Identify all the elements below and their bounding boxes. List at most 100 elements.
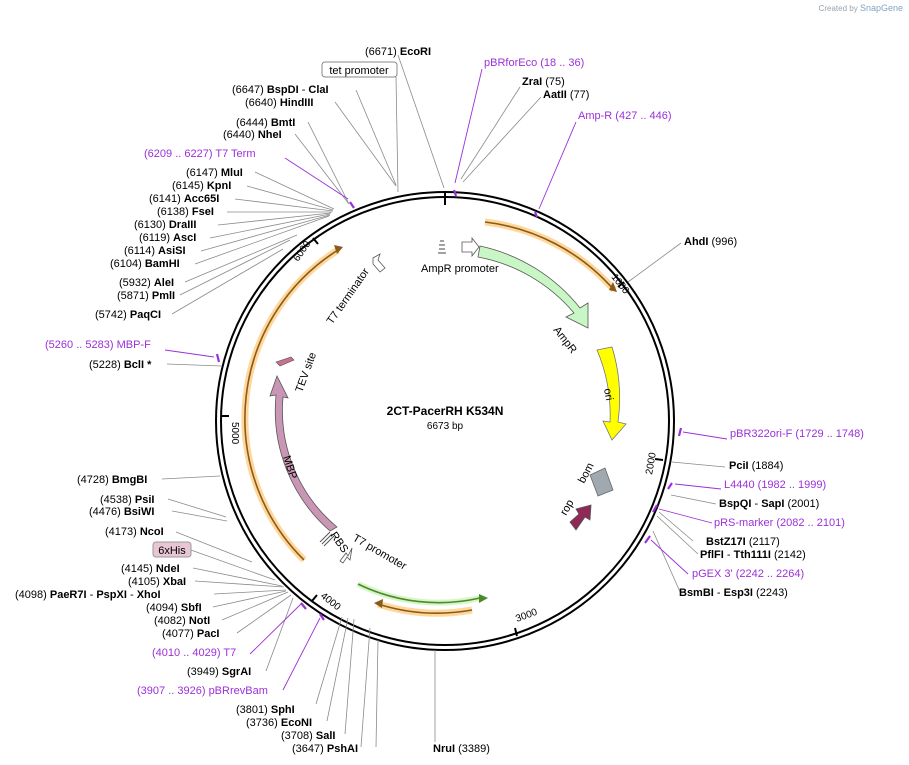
site-bstz17i: BstZ17I (2117) [706,536,780,548]
primer-amp-r: Amp-R (427 .. 446) [578,110,672,122]
mbp-label: MBP [280,454,299,480]
bottom-orf-line [377,603,473,614]
site-bspqi-sapi: BspQI - SapI (2001) [719,498,819,510]
site-econi: (3736) EcoNI [246,717,312,729]
mbp-arrow [269,374,338,532]
site-asisi: (6114) AsiSI [124,245,186,257]
tick-2000: 2000 [644,451,664,476]
site-hindiii: (6640) HindIII [245,97,313,109]
his-tag-stripes [319,531,335,547]
site-paer7i-pspxi-xhoi: (4098) PaeR7I - PspXI - XhoI [15,589,161,601]
ori-label: ori [601,387,615,401]
primer-prs-marker: pRS-marker (2082 .. 2101) [714,517,845,529]
site-bsmbi-esp3i: BsmBI - Esp3I (2243) [679,587,788,599]
ampr-promoter-label: AmpR promoter [421,263,499,275]
primer-marks [215,189,683,621]
bom-block [589,467,614,497]
site-pflfi-tth111i: PflFI - Tth111I (2142) [700,549,806,561]
t7-promoter-label: T7 promoter [351,532,409,573]
tet-promoter-label: tet promoter [329,65,389,77]
snapgene-credit: Created by SnapGene [819,3,903,13]
site-sgrai: (3949) SgrAI [187,666,251,678]
t7-region-highlight [356,581,481,606]
site-bspdi-clai: (6647) BspDI - ClaI [232,84,329,96]
credit-prefix: Created by [818,4,858,13]
primer-leader-lines [164,68,728,691]
ampr-orf-arrowhead [609,282,617,292]
site-sbfi: (4094) SbfI [146,602,202,614]
site-sphi: (3801) SphI [236,704,295,716]
tick-label-4000: 4000 [318,591,343,614]
site-zrai: ZraI (75) [522,76,565,88]
his-tag-box: 6xHis [152,541,192,558]
site-bcli: (5228) BclI * [89,359,152,371]
ampr-label: AmpR [551,324,579,356]
site-aatii: AatII (77) [543,89,589,101]
tick-label-5000: 5000 [229,422,240,445]
plasmid-name: 2CT-PacerRH K534N [387,404,504,418]
plasmid-length: 6673 bp [427,421,464,432]
ampr-orf-line [484,221,615,291]
his-tag-label: 6xHis [158,545,186,557]
site-sali: (3708) SalI [281,730,335,742]
bottom-orf-arrowhead [374,599,383,608]
tev-site-label: TEV site [294,351,319,394]
site-leader-lines [161,54,726,748]
site-mlui: (6147) MluI [186,167,243,179]
t7-region-line [357,583,481,604]
site-bamhi: (6104) BamHI [110,258,180,270]
ampr-promoter-arrow [461,236,480,258]
site-paqci: (5742) PaqCI [95,309,161,321]
site-kpni: (6145) KpnI [172,180,231,192]
site-noti: (4082) NotI [154,615,210,627]
site-nhei: (6440) NheI [223,129,282,141]
ori-arrow [596,346,627,441]
site-asci: (6119) AscI [139,232,196,244]
site-acc65i: (6141) Acc65I [149,193,219,205]
ampr-arrow [477,245,589,329]
site-ndei: (4145) NdeI [121,563,180,575]
site-bsiwi: (4476) BsiWI [89,506,154,518]
t7-terminator-mark [372,253,386,273]
site-ecori: (6671) EcoRI [365,46,431,58]
mbp-orf-arrowhead [334,245,343,254]
site-ncoi: (4173) NcoI [105,526,164,538]
rop-label: rop [558,498,576,518]
site-pshai: (3647) PshAI [292,743,358,755]
site-fsei: (6138) FseI [157,206,214,218]
primer-t7: (4010 .. 4029) T7 [152,647,236,659]
primer-l4440: L4440 (1982 .. 1999) [724,479,826,491]
ampr-promoter-glyph [438,240,446,254]
tick-5000: 5000 [221,415,240,445]
site-pmli: (5871) PmlI [117,290,175,302]
site-psii: (4538) PsiI [100,494,154,506]
t7-terminator-label: T7 terminator [325,266,373,327]
site-xbai: (4105) XbaI [128,576,186,588]
tick-label-2000: 2000 [644,451,659,475]
site-nrui: NruI (3389) [433,743,490,755]
t7-region-arrowhead [479,594,488,603]
t7-promoter-arrow [339,547,353,564]
site-paci: (4077) PacI [162,628,220,640]
site-draiii: (6130) DraIII [134,219,196,231]
mbp-orf-line [244,249,339,561]
tick-label-3000: 3000 [514,607,539,625]
rop-arrow [569,504,592,531]
rbs-label: RBS [328,530,351,555]
primer-mbp-f: (5260 .. 5283) MBP-F [45,339,151,351]
site-alei: (5932) AleI [119,277,174,289]
tick-6000: 6000 [291,237,319,264]
tet-promoter-box: tet promoter [321,61,398,78]
primer-pbr322ori-f: pBR322ori-F (1729 .. 1748) [730,428,864,440]
site-ahdi: AhdI (996) [684,236,737,248]
primer-pbrforeco: pBRforEco (18 .. 36) [484,57,584,69]
tev-site-mark [275,356,295,367]
primer-t7-term: (6209 .. 6227) T7 Term [144,148,256,160]
primer-pbrrevbam: (3907 .. 3926) pBRrevBam [137,685,268,697]
site-bmti: (6444) BmtI [236,117,295,129]
primer-pgex3: pGEX 3' (2242 .. 2264) [692,568,804,580]
site-pcii: PciI (1884) [729,460,783,472]
site-bmgbi: (4728) BmgBI [77,474,147,486]
snapgene-logo: SnapGene [859,3,903,13]
